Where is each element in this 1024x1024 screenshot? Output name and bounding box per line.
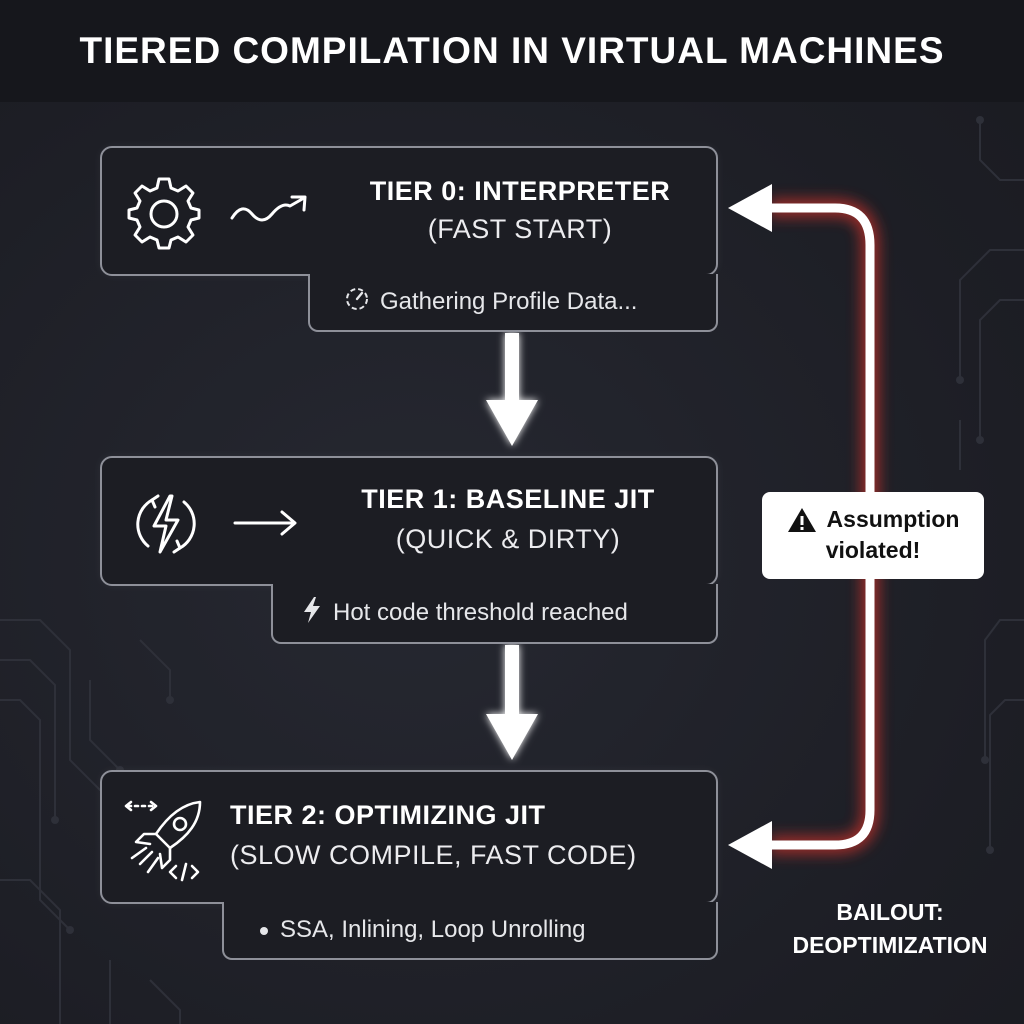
bullet-dot	[258, 916, 270, 944]
tier-2-note: SSA, Inlining, Loop Unrolling	[280, 916, 586, 943]
tier-0-title: TIER 0: INTERPRETER	[369, 176, 671, 206]
arrow-tier0-to-tier1	[486, 333, 538, 446]
bailout-line-2: DEOPTIMIZATION	[792, 932, 988, 958]
timer-icon	[344, 286, 370, 319]
tier-1-box	[100, 456, 718, 586]
rocket-icon	[120, 794, 210, 889]
diagram-title: TIERED COMPILATION IN VIRTUAL MACHINES	[79, 30, 945, 71]
arrow-tier1-to-tier2	[486, 645, 538, 760]
tier-1-note: Hot code threshold reached	[333, 599, 628, 626]
callout-line-1: Assumption	[826, 506, 960, 532]
tier-2-note-box: SSA, Inlining, Loop Unrolling	[222, 902, 718, 960]
header-bar	[0, 0, 1024, 102]
bailout-label: BAILOUT: DEOPTIMIZATION	[780, 896, 1000, 962]
tier-0-note: Gathering Profile Data...	[380, 288, 638, 315]
gear-icon	[126, 176, 202, 257]
tier-2-subtitle: (SLOW COMPILE, FAST CODE)	[230, 840, 637, 870]
tier-1-note-box: Hot code threshold reached	[271, 584, 718, 644]
assumption-violated-callout: Assumption violated!	[762, 492, 984, 579]
bailout-line-1: BAILOUT:	[836, 899, 944, 925]
warning-icon	[787, 506, 817, 534]
lightning-icon	[301, 596, 323, 631]
squiggle-arrow-icon	[228, 192, 312, 237]
tier-0-note-box: Gathering Profile Data...	[308, 274, 718, 332]
arrow-right-icon	[232, 508, 300, 543]
tier-1-subtitle: (QUICK & DIRTY)	[395, 524, 621, 554]
tier-1-title: TIER 1: BASELINE JIT	[361, 484, 655, 514]
tier-2-box	[100, 770, 718, 904]
callout-line-2: violated!	[825, 537, 921, 563]
tier-0-box	[100, 146, 718, 276]
deopt-loop-arrow	[728, 184, 879, 869]
tier-2-title: TIER 2: OPTIMIZING JIT	[230, 800, 546, 830]
lightning-cycle-icon	[128, 486, 204, 567]
tier-0-subtitle: (FAST START)	[427, 214, 613, 244]
